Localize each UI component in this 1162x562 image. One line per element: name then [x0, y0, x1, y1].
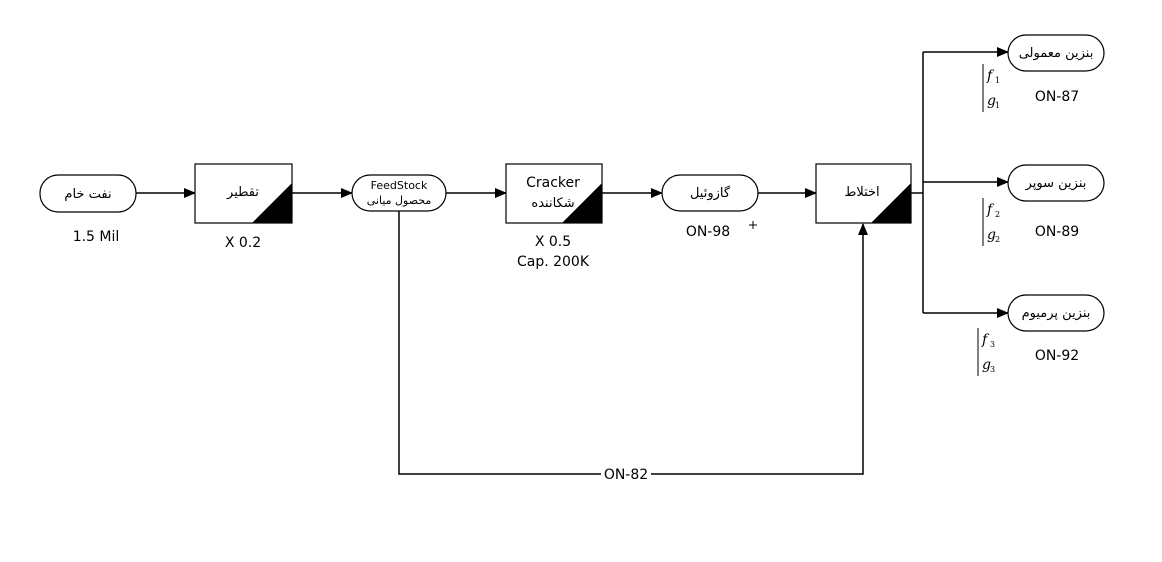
svg-text:1: 1	[995, 101, 1000, 110]
svg-text:3: 3	[990, 340, 995, 349]
crosshair-cursor-icon	[749, 221, 757, 229]
regular-gasoline-label: بنزین معمولی	[1019, 46, 1094, 61]
svg-text:2: 2	[995, 235, 1000, 244]
node-regular-gasoline: بنزین معمولی	[1007, 34, 1105, 72]
cracker-factor: X 0.5	[535, 234, 571, 250]
feedstock-label-fa: محصول میانی	[367, 194, 432, 207]
node-super-gasoline: بنزین سوپر	[1007, 164, 1105, 202]
regular-fg-annotation: f 1 g 1	[982, 64, 1000, 112]
svg-text:2: 2	[995, 210, 1000, 219]
super-fg-annotation: f 2 g 2	[982, 198, 1000, 246]
cracker-label-fa: شکاننده	[531, 196, 574, 211]
bypass-line	[398, 211, 868, 475]
super-gasoline-octane: ON-89	[1035, 224, 1079, 240]
svg-text:f: f	[986, 68, 995, 84]
node-crude-oil: نفت خام	[39, 174, 137, 213]
distillation-factor: X 0.2	[225, 235, 261, 251]
svg-text:f: f	[986, 202, 995, 218]
svg-text:f: f	[981, 332, 990, 348]
premium-gasoline-label: بنزین پرمیوم	[1022, 306, 1091, 321]
mixing-label: اختلاط	[844, 185, 879, 200]
svg-text:1: 1	[995, 76, 1000, 85]
node-feedstock: FeedStock محصول میانی	[351, 174, 447, 212]
gasoil-octane: ON-98	[686, 224, 730, 240]
bypass-octane-label: ON-82	[604, 467, 648, 483]
crude-oil-label: نفت خام	[64, 187, 111, 202]
regular-gasoline-octane: ON-87	[1035, 89, 1079, 105]
node-cracker: Cracker شکاننده	[505, 163, 603, 224]
super-gasoline-label: بنزین سوپر	[1025, 176, 1087, 191]
cracker-label-en: Cracker	[526, 175, 580, 191]
node-distillation: تقطیر	[194, 163, 293, 224]
crude-oil-quantity: 1.5 Mil	[73, 229, 120, 245]
node-mixing: اختلاط	[815, 163, 912, 224]
node-premium-gasoline: بنزین پرمیوم	[1007, 294, 1105, 332]
svg-text:g: g	[987, 227, 996, 243]
feedstock-label-en: FeedStock	[371, 179, 428, 192]
gasoil-label: گازوئیل	[690, 185, 731, 201]
svg-text:g: g	[982, 357, 991, 373]
cracker-capacity: Cap. 200K	[517, 254, 590, 270]
svg-text:3: 3	[990, 365, 995, 374]
node-gasoil: گازوئیل	[661, 174, 759, 212]
premium-gasoline-octane: ON-92	[1035, 348, 1079, 364]
premium-fg-annotation: f 3 g 3	[977, 328, 995, 376]
svg-text:g: g	[987, 93, 996, 109]
distillation-label: تقطیر	[226, 185, 259, 200]
